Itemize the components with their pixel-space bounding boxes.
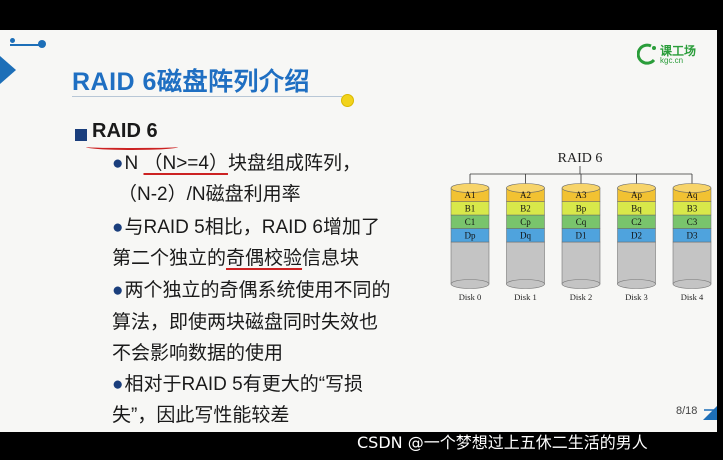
bullet-text: 与RAID 5相比，RAID 6增加了 bbox=[124, 217, 380, 238]
pointer-highlight-icon bbox=[341, 94, 354, 107]
disk-label: Disk 2 bbox=[570, 292, 592, 302]
disk-body bbox=[561, 241, 601, 285]
disk-top bbox=[450, 183, 490, 193]
disk-block-label: D1 bbox=[576, 231, 587, 241]
disk-bottom bbox=[617, 279, 656, 289]
decor-dot-small bbox=[10, 38, 15, 43]
bullet-dot-icon: ● bbox=[112, 280, 124, 301]
disk-label: Disk 4 bbox=[681, 292, 704, 302]
video-top-bar bbox=[0, 0, 723, 30]
presentation-slide: RAID 6磁盘阵列介绍 课工场 kgc.cn RAID 6 ●N （N>=4）… bbox=[0, 30, 723, 432]
bullet-item-1: ●N （N>=4）块盘组成阵列， bbox=[112, 151, 361, 176]
disk-block-label: Dq bbox=[520, 231, 531, 241]
disk-bottom bbox=[450, 279, 490, 289]
disk-block-label: Cq bbox=[576, 217, 587, 227]
bullet-item-2: ●与RAID 5相比，RAID 6增加了 bbox=[112, 215, 380, 240]
disk-bottom bbox=[672, 279, 712, 289]
bullet-item-2-line2: 第二个独立的奇偶校验信息块 bbox=[112, 246, 359, 271]
logo-text: 课工场 bbox=[660, 44, 697, 58]
bullet-text: 第二个独立的 bbox=[112, 248, 227, 269]
disk-block-label: A3 bbox=[576, 190, 587, 200]
disk-top bbox=[672, 183, 712, 193]
disk-block-label: C3 bbox=[687, 217, 698, 227]
bullet-text: 信息块 bbox=[302, 248, 360, 269]
slide-title: RAID 6磁盘阵列介绍 bbox=[72, 68, 310, 96]
disk-label: Disk 0 bbox=[459, 292, 481, 302]
disk-block-label: A1 bbox=[465, 190, 476, 200]
disk-body bbox=[450, 241, 490, 285]
bullet-item-3-line3: 不会影响数据的使用 bbox=[112, 343, 284, 364]
disk-block-label: Dp bbox=[465, 231, 476, 241]
disk-bottom bbox=[561, 279, 601, 289]
bullet-dot-icon: ● bbox=[112, 374, 124, 395]
logo-subtext: kgc.cn bbox=[660, 56, 684, 65]
connector-lines bbox=[469, 166, 693, 184]
page-number: 8/18 bbox=[676, 405, 698, 417]
disk-body bbox=[506, 241, 545, 285]
bullet-dot-icon: ● bbox=[112, 217, 124, 238]
bullet-text-annotated: （N>=4） bbox=[143, 153, 228, 174]
disk-block-label: Ap bbox=[631, 190, 642, 200]
disk-block-label: C1 bbox=[465, 217, 476, 227]
disk-block-label: Cp bbox=[520, 217, 531, 227]
disk-block-label: Bq bbox=[631, 204, 642, 214]
disk-bottom bbox=[506, 279, 545, 289]
bullet-text: N bbox=[124, 153, 144, 174]
disk-top bbox=[617, 183, 656, 193]
disk-block-label: B2 bbox=[520, 204, 531, 214]
title-divider bbox=[72, 96, 342, 97]
kgc-logo-icon bbox=[637, 43, 656, 65]
disk-block-label: B3 bbox=[687, 204, 698, 214]
disk-block-label: D2 bbox=[631, 231, 642, 241]
bullet-item-3: ●两个独立的奇偶系统使用不同的 bbox=[112, 278, 391, 303]
section-heading: RAID 6 bbox=[92, 120, 158, 142]
video-right-edge bbox=[717, 30, 723, 432]
disk-body bbox=[672, 241, 712, 285]
decor-dot bbox=[38, 40, 46, 48]
diagram-title: RAID 6 bbox=[558, 151, 603, 166]
disk-label: Disk 1 bbox=[514, 292, 536, 302]
bullet-text: 相对于RAID 5有更大的“写损 bbox=[124, 374, 364, 395]
disk-body bbox=[617, 241, 656, 285]
decor-line bbox=[10, 44, 42, 46]
disk-block-label: B1 bbox=[465, 204, 476, 214]
disk-top bbox=[506, 183, 545, 193]
disk-block-label: Aq bbox=[687, 190, 698, 200]
disk-label: Disk 3 bbox=[625, 292, 647, 302]
bullet-item-4: ●相对于RAID 5有更大的“写损 bbox=[112, 372, 363, 397]
bullet-item-4-line2: 失”，因此写性能较差 bbox=[112, 405, 290, 426]
handwritten-underline bbox=[86, 144, 178, 150]
video-bottom-bar bbox=[0, 432, 723, 460]
heading-square-bullet-icon bbox=[75, 129, 87, 141]
bullet-dot-icon: ● bbox=[112, 153, 124, 174]
disk-block-label: C2 bbox=[631, 217, 642, 227]
bullet-item-3-line2: 算法，即使两块磁盘同时失效也 bbox=[112, 312, 379, 333]
disk-block-label: Bp bbox=[576, 204, 587, 214]
disk-block-label: D3 bbox=[687, 231, 698, 241]
decor-triangle bbox=[0, 56, 16, 84]
bullet-text: 块盘组成阵列， bbox=[227, 153, 361, 174]
disk-top bbox=[561, 183, 601, 193]
csdn-watermark: CSDN @一个梦想过上五休二生活的男人 bbox=[357, 433, 648, 452]
bullet-text: 两个独立的奇偶系统使用不同的 bbox=[124, 280, 391, 301]
disk-block-label: A2 bbox=[520, 190, 531, 200]
bullet-item-1-line2: （N-2）/N磁盘利用率 bbox=[118, 184, 301, 205]
bullet-text-annotated: 奇偶校验 bbox=[226, 248, 303, 269]
